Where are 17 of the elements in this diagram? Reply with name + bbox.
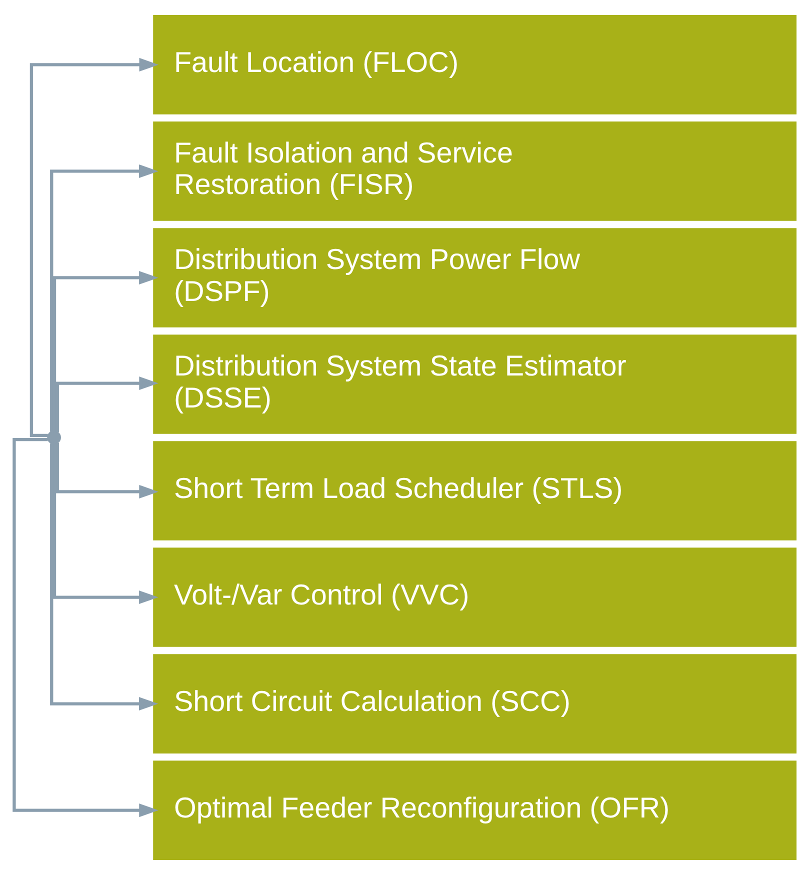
node-box: Optimal Feeder Reconfiguration (OFR) [153, 760, 797, 860]
node-circle [47, 430, 61, 444]
node-box: Fault Isolation and Service Restoration (FISR) [153, 121, 797, 220]
arrow [52, 270, 158, 431]
arrow [50, 443, 158, 710]
arrow [52, 443, 158, 604]
node-box: Volt-/Var Control (VVC) [153, 547, 797, 646]
arrow [12, 438, 158, 817]
node-box: Short Circuit Calculation (SCC) [153, 654, 797, 753]
arrow [30, 57, 159, 436]
arrow [56, 376, 158, 432]
arrow [56, 442, 158, 498]
node-box: Distribution System State Estimator (DSSE) [153, 334, 797, 434]
node-box: Fault Location (FLOC) [153, 14, 797, 114]
node-box: Short Term Load Scheduler (STLS) [153, 440, 797, 540]
arrow [50, 164, 158, 431]
node-box: Distribution System Power Flow (DSPF) [153, 228, 797, 327]
